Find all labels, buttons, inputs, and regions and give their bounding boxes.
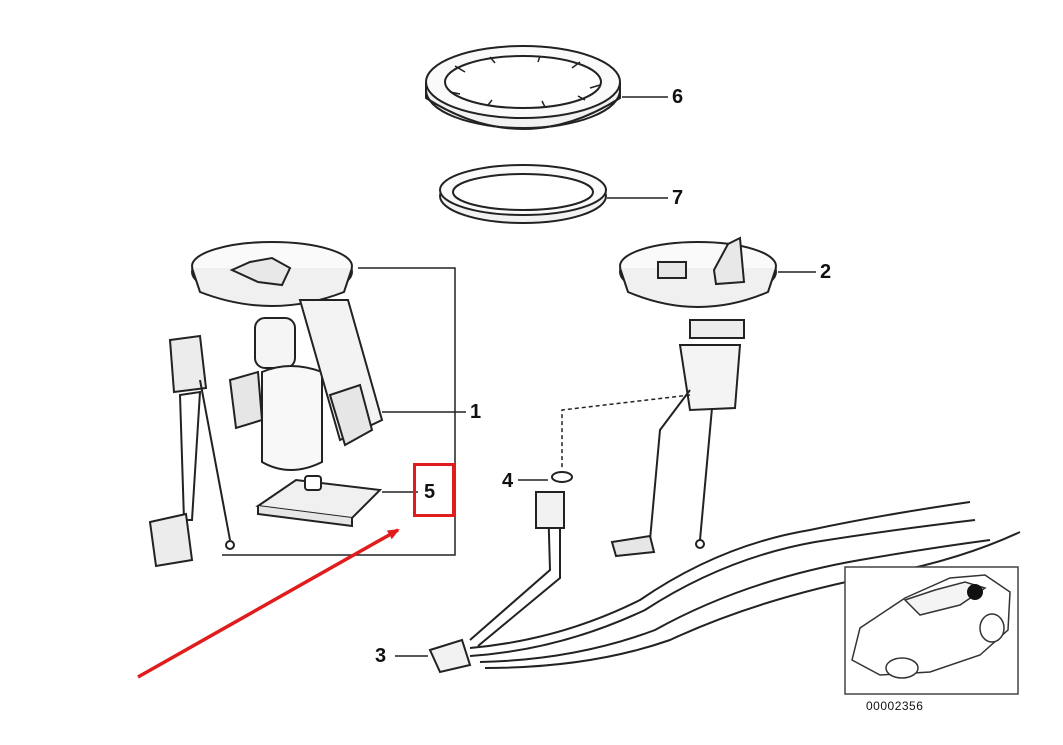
callout-6: 6 [672,86,684,108]
callout-7: 7 [672,187,684,209]
car-front-wheel-icon [885,657,919,679]
callout-4: 4 [502,470,514,492]
part-2-level-sender [610,236,777,558]
diagram-reference-number: 00002356 [866,699,924,713]
car-locator-inset [844,566,1019,695]
part-6-seal-ring [425,45,621,130]
car-rear-wheel-icon [979,613,1005,643]
part-1-fuel-pump-assembly [148,241,384,568]
leader-lines [382,96,816,657]
callout-5-highlight-box [413,463,455,517]
callout-2: 2 [820,261,832,283]
location-marker-dot [967,584,983,600]
part-5-filter [255,475,383,528]
callout-5: 5 [424,481,436,503]
dashed-connector-line [561,394,691,470]
part-4-o-ring [551,471,573,483]
callout-3: 3 [375,645,387,667]
red-annotation-arrow [137,528,400,679]
callout-1: 1 [470,401,482,423]
part-7-gasket [439,164,607,224]
part-3-wiring-harness [428,491,1021,674]
